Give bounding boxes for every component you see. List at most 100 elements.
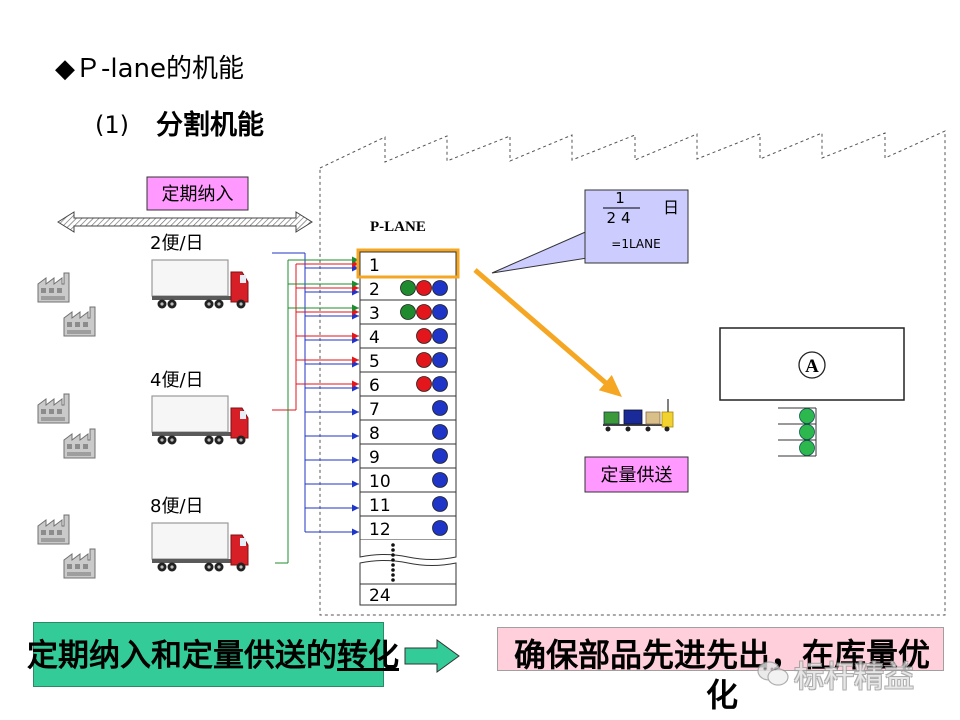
callout-denominator: 24	[606, 209, 635, 227]
delivery-trucks	[151, 259, 249, 572]
ellipsis-dot	[391, 553, 395, 557]
lane-slot: 3	[359, 299, 457, 325]
truck-trailer	[151, 395, 229, 433]
lane-number: 11	[369, 496, 391, 516]
ellipsis-dot	[391, 563, 395, 567]
lane-callout: 1 24 日 =1LANE	[491, 189, 689, 274]
subtitle-number: (1)	[95, 111, 129, 139]
blue-part-dot	[432, 496, 448, 512]
supply-arrow-shaft	[473, 268, 609, 386]
wheel-hub	[160, 438, 164, 442]
factory-body	[37, 272, 70, 303]
ellipsis-dot	[391, 578, 395, 582]
factory-window	[83, 444, 88, 449]
fixed-quantity-supply-label: 定量供送	[584, 456, 689, 493]
conversion-banner	[33, 622, 384, 687]
lane-slot: 10	[359, 467, 457, 493]
truck-window	[240, 275, 246, 283]
factory-door	[67, 452, 91, 456]
supply-text: 定量供送	[601, 465, 673, 486]
lane-slot: 9	[359, 443, 457, 469]
factory-icon	[37, 393, 70, 424]
delivery-truck	[151, 259, 249, 309]
tugger-wheel	[664, 426, 670, 432]
wheel-hub	[170, 565, 174, 569]
lane-continuation: 24	[359, 540, 457, 606]
tugger-wheel	[645, 426, 651, 432]
factory-door	[41, 296, 65, 300]
wheel-hub	[217, 565, 221, 569]
lane-break-top	[359, 540, 457, 560]
station-label: A	[805, 356, 819, 377]
lane-1-highlight	[356, 248, 460, 279]
factory-icon	[37, 514, 70, 545]
blue-part-dot	[432, 280, 448, 296]
conversion-underlined-text: 转化	[337, 638, 399, 674]
factory-body	[37, 514, 70, 545]
lane-number: 10	[369, 472, 391, 492]
wooden-crate	[645, 411, 661, 425]
blue-part-dot	[432, 472, 448, 488]
lane-slot: 5	[359, 347, 457, 373]
delivery-routing-arrows	[272, 252, 359, 564]
red-part-dot	[416, 352, 432, 368]
factory-window	[57, 530, 62, 535]
lane-number: 4	[369, 328, 380, 348]
truck-chassis	[152, 296, 232, 300]
factory-window	[49, 288, 54, 293]
factory-window	[41, 288, 46, 293]
conversion-text: 定期纳入和定量供送的	[27, 638, 337, 674]
blue-part-dot	[432, 328, 448, 344]
green-part-dot	[400, 304, 416, 320]
red-part-dot	[416, 280, 432, 296]
green-part-dot	[799, 408, 815, 424]
lane-number: 5	[369, 352, 380, 372]
wheel-hub	[207, 565, 211, 569]
callout-pointer	[491, 229, 601, 274]
delivery-truck	[151, 395, 249, 445]
lane-number: 1	[369, 256, 380, 276]
station-badge	[798, 351, 826, 379]
regular-delivery-label: 定期纳入	[146, 176, 249, 211]
lane-slot: 1	[359, 251, 457, 277]
truck-route	[272, 260, 359, 411]
factory-door	[41, 417, 65, 421]
tugger-body	[661, 411, 674, 428]
regular-delivery-box	[146, 176, 249, 211]
truck-route	[272, 252, 359, 536]
green-part-dot	[799, 424, 815, 440]
factory-body	[63, 548, 96, 579]
footer-right-arrow	[404, 639, 460, 673]
factory-window	[49, 530, 54, 535]
blue-part-dot	[432, 352, 448, 368]
wheel-hub	[217, 302, 221, 306]
regular-delivery-text: 定期纳入	[162, 184, 234, 205]
lane-number: 2	[369, 280, 380, 300]
blue-part-dot	[432, 376, 448, 392]
factory-door	[41, 538, 65, 542]
wheel-hub	[160, 302, 164, 306]
supplier-factories	[37, 272, 96, 579]
factory-window	[49, 409, 54, 414]
tugger-wheel	[625, 426, 631, 432]
lane-slot: 4	[359, 323, 457, 349]
ellipsis-dot	[391, 543, 395, 547]
factory-window	[75, 444, 80, 449]
green-part-dot	[400, 280, 416, 296]
wheel-hub	[239, 565, 243, 569]
wheel-hub	[160, 565, 164, 569]
ellipsis-dot	[391, 558, 395, 562]
green-crate	[603, 411, 620, 425]
factory-window	[83, 322, 88, 327]
factory-body	[37, 393, 70, 424]
wheel-hub	[207, 438, 211, 442]
blue-crate	[623, 409, 643, 425]
truck-route	[275, 256, 359, 564]
subtitle: 分割机能	[156, 109, 264, 141]
lane-slot: 11	[359, 491, 457, 517]
factory-window	[83, 564, 88, 569]
factory-window	[67, 322, 72, 327]
blue-part-dot	[432, 400, 448, 416]
station-a: A	[719, 327, 905, 401]
wheel-hub	[217, 438, 221, 442]
